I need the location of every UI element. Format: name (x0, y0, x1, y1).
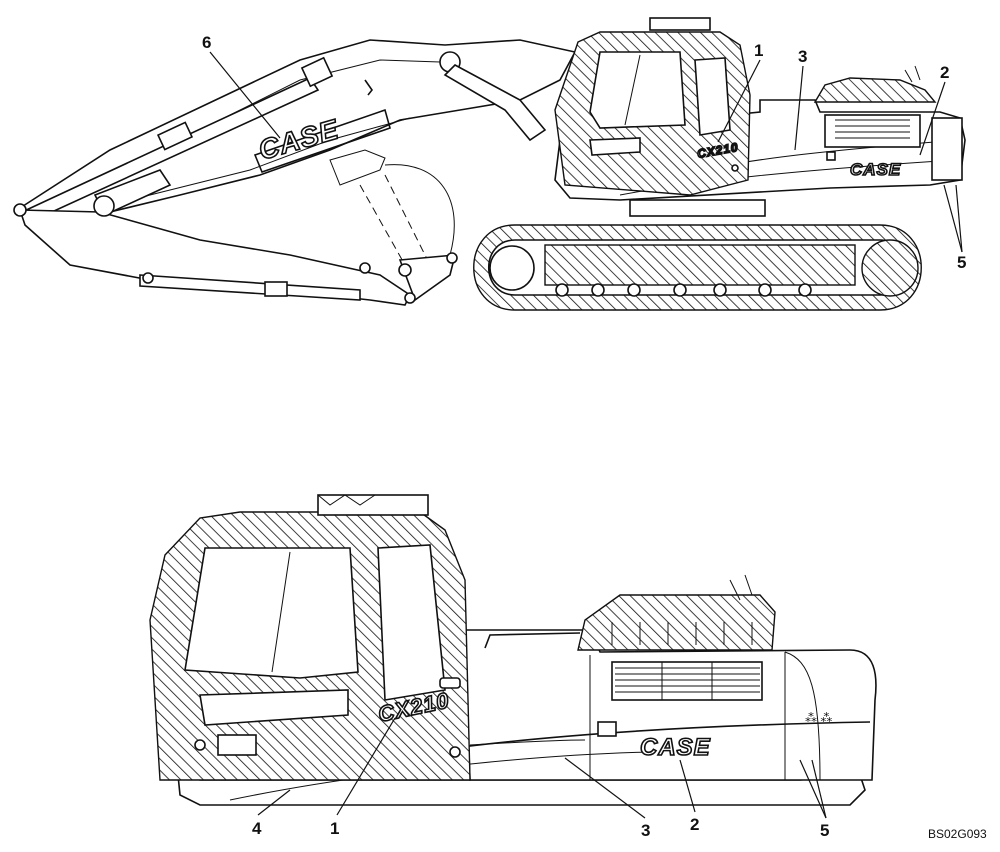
boom-cylinder (20, 56, 334, 223)
bottom-callouts: 4 1 3 2 5 (252, 717, 829, 840)
arm-cylinder (93, 169, 172, 217)
track-rollers (555, 283, 812, 297)
bottom-callout-label: 1 (330, 819, 339, 838)
bottom-callout-label: 4 (252, 819, 262, 838)
excavator-side-view: CASE CASE CX210 (13, 17, 966, 311)
counterweight-brand-text: CASE (850, 160, 901, 179)
top-callout-label: 1 (754, 41, 763, 60)
cab: CX210 (554, 17, 751, 196)
top-callouts: 6 1 3 2 5 (202, 33, 966, 272)
engine-guard (577, 574, 776, 651)
bucket-linkage (329, 149, 458, 304)
bottom-callout-label: 3 (641, 821, 650, 840)
undercarriage-track (473, 224, 922, 311)
detail-cab: CX210 (149, 494, 471, 781)
engine-housing: CASE ⁂ ⁂ (229, 629, 877, 801)
top-callout-label: 5 (957, 253, 966, 272)
bottom-callout-label: 2 (690, 815, 699, 834)
housing-brand-text: CASE (640, 734, 711, 761)
stick-arm (18, 209, 412, 306)
service-mark: ⁂ ⁂ (805, 711, 832, 725)
bottom-callout-label: 5 (820, 821, 829, 840)
swing-bearing (629, 199, 766, 217)
top-callout-label: 6 (202, 33, 211, 52)
top-callout-label: 3 (798, 47, 807, 66)
top-callout-label: 2 (940, 63, 949, 82)
upper-structure-detail-view: CASE ⁂ ⁂ CX210 4 (149, 494, 877, 840)
figure-reference-code: BS02G093 (928, 827, 987, 841)
boom-hydraulic-cylinder (443, 64, 547, 142)
